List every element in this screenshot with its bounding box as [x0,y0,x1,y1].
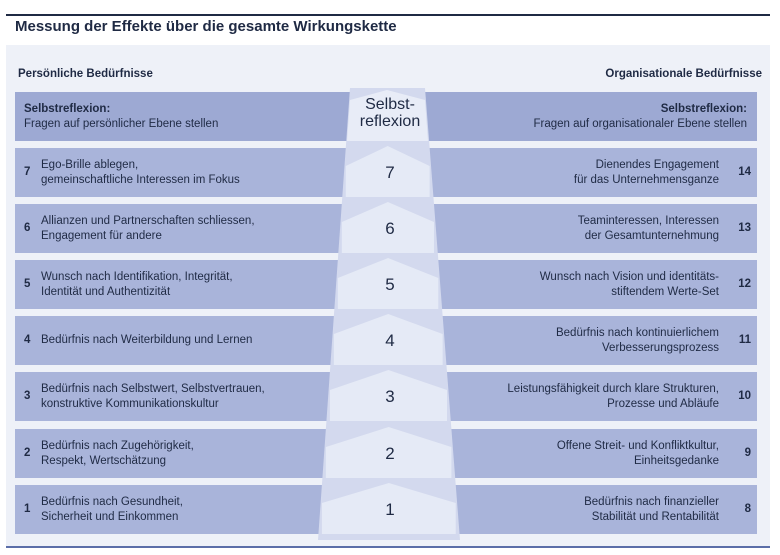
funnel-chevron [329,370,447,421]
right-need-text: Bedürfnis nach finanzieller Stabilität u… [584,495,719,523]
right-need-text: Wunsch nach Vision und identitäts- stift… [539,270,719,298]
funnel-chevron [347,90,428,141]
right-need-text: Bedürfnis nach kontinuierlichem Verbesse… [555,326,719,354]
funnel-chevron [325,427,452,478]
header-left-text: Fragen auf persönlicher Ebene stellen [24,117,219,130]
header-left-cell: Selbstreflexion: Fragen auf persönlicher … [15,92,335,141]
right-need-text: Offene Streit- und Konfliktkultur, Einhe… [556,439,719,467]
left-need-text: Bedürfnis nach Zugehörigkeit, Respekt, W… [41,439,194,467]
left-need-text: Bedürfnis nach Weiterbildung und Lernen [41,334,253,346]
funnel-shape [318,88,460,540]
left-number: 4 [24,334,31,346]
funnel-chevron [341,202,434,253]
need-row: 4 Bedürfnis nach Weiterbildung und Lernen… [15,316,757,365]
right-number: 9 [744,447,751,459]
level-number: 4 [385,330,395,350]
funnel-chevron [321,483,456,534]
funnel-chevrons [321,90,456,534]
level-number: 7 [385,162,395,182]
title-rule [6,14,770,16]
left-number: 3 [24,390,31,402]
right-number: 14 [738,166,751,178]
left-need-text: Ego-Brille ablegen, gemeinschaftliche In… [41,158,240,186]
need-row: 6 Allianzen und Partnerschaften schliesse… [15,204,757,253]
header-left-heading: Selbstreflexion: [24,102,111,115]
level-number: 6 [385,218,395,238]
right-number: 8 [744,503,751,515]
column-heading-personal: Persönliche Bedürfnisse [18,68,153,80]
header-row: Selbstreflexion: Fragen auf persönlicher … [15,92,757,141]
right-number: 12 [738,278,751,290]
right-number: 10 [738,390,751,402]
right-need-text: Dienendes Engagement für das Unternehmen… [573,158,719,186]
need-row: 5 Wunsch nach Identifikation, Integrität,… [15,260,757,309]
right-need-text: Leistungsfähigkeit durch klare Strukture… [507,382,719,410]
left-number: 1 [24,503,31,515]
funnel-chevron [333,314,443,365]
left-need-text: Bedürfnis nach Selbstwert, Selbstvertrau… [41,382,265,410]
header-center-label: Selbst- reflexion [359,95,421,130]
need-row: 2 Bedürfnis nach Zugehörigkeit, Respekt, … [15,429,757,478]
need-row: 3 Bedürfnis nach Selbstwert, Selbstvertra… [15,372,757,421]
diagram-title: Messung der Effekte über die gesamte Wir… [15,18,397,35]
funnel-chevron [345,146,430,197]
header-right-cell: Selbstreflexion: Fragen auf organisationa… [437,92,757,141]
right-number: 13 [738,222,751,234]
bottom-rule [6,546,770,548]
left-need-text: Wunsch nach Identifikation, Integrität, … [41,270,233,298]
left-number: 2 [24,447,31,459]
left-need-text: Bedürfnis nach Gesundheit, Sicherheit un… [41,495,183,523]
level-number: 3 [385,386,395,406]
level-number: 1 [385,499,395,519]
level-number: 2 [385,443,395,463]
left-number: 5 [24,278,31,290]
right-number: 11 [738,334,751,346]
left-number: 7 [24,166,31,178]
header-right-heading: Selbstreflexion: [660,102,747,115]
need-row: 1 Bedürfnis nach Gesundheit, Sicherheit u… [15,485,757,534]
column-heading-organisational: Organisationale Bedürfnisse [605,68,762,80]
right-need-text: Teaminteressen, Interessen der Gesamtunt… [577,214,719,242]
header-right-text: Fragen auf organisationaler Ebene stelle… [533,117,747,130]
funnel-chevron [337,258,439,309]
left-number: 6 [24,222,31,234]
level-number: 5 [385,274,395,294]
need-row: 7 Ego-Brille ablegen, gemeinschaftliche I… [15,148,757,197]
left-need-text: Allianzen und Partnerschaften schliessen… [41,214,255,242]
